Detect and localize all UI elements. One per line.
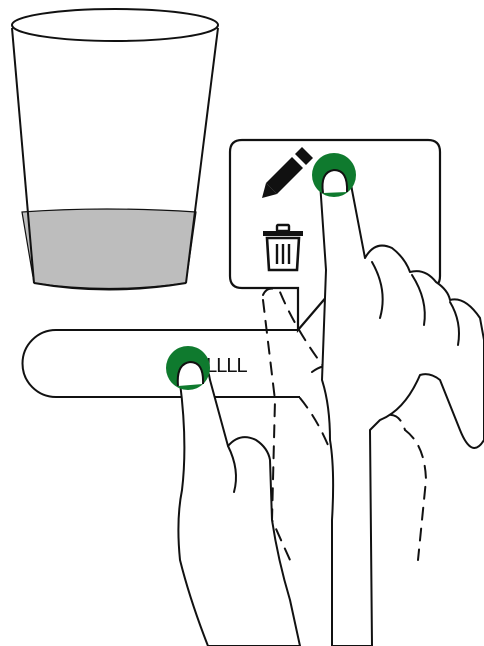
glass-left-side bbox=[12, 28, 34, 283]
touch-point-lower-fingertip bbox=[178, 362, 203, 386]
ghost-inner-curve bbox=[300, 398, 330, 450]
touch-point-upper bbox=[312, 153, 356, 197]
glass-right-side bbox=[186, 28, 218, 283]
glass-illustration bbox=[12, 9, 218, 290]
text-field[interactable]: LLLLL bbox=[22, 330, 300, 397]
touch-point-upper-fingertip bbox=[322, 170, 347, 193]
hand-pointer-lower bbox=[178, 358, 300, 646]
ghost-right-edge bbox=[405, 430, 426, 560]
hand-lower-outline bbox=[178, 358, 300, 646]
touch-point-lower bbox=[166, 346, 210, 390]
glass-rim bbox=[12, 9, 218, 41]
text-field-outline bbox=[22, 330, 300, 397]
trash-lid bbox=[263, 231, 303, 236]
glass-liquid bbox=[22, 209, 196, 289]
